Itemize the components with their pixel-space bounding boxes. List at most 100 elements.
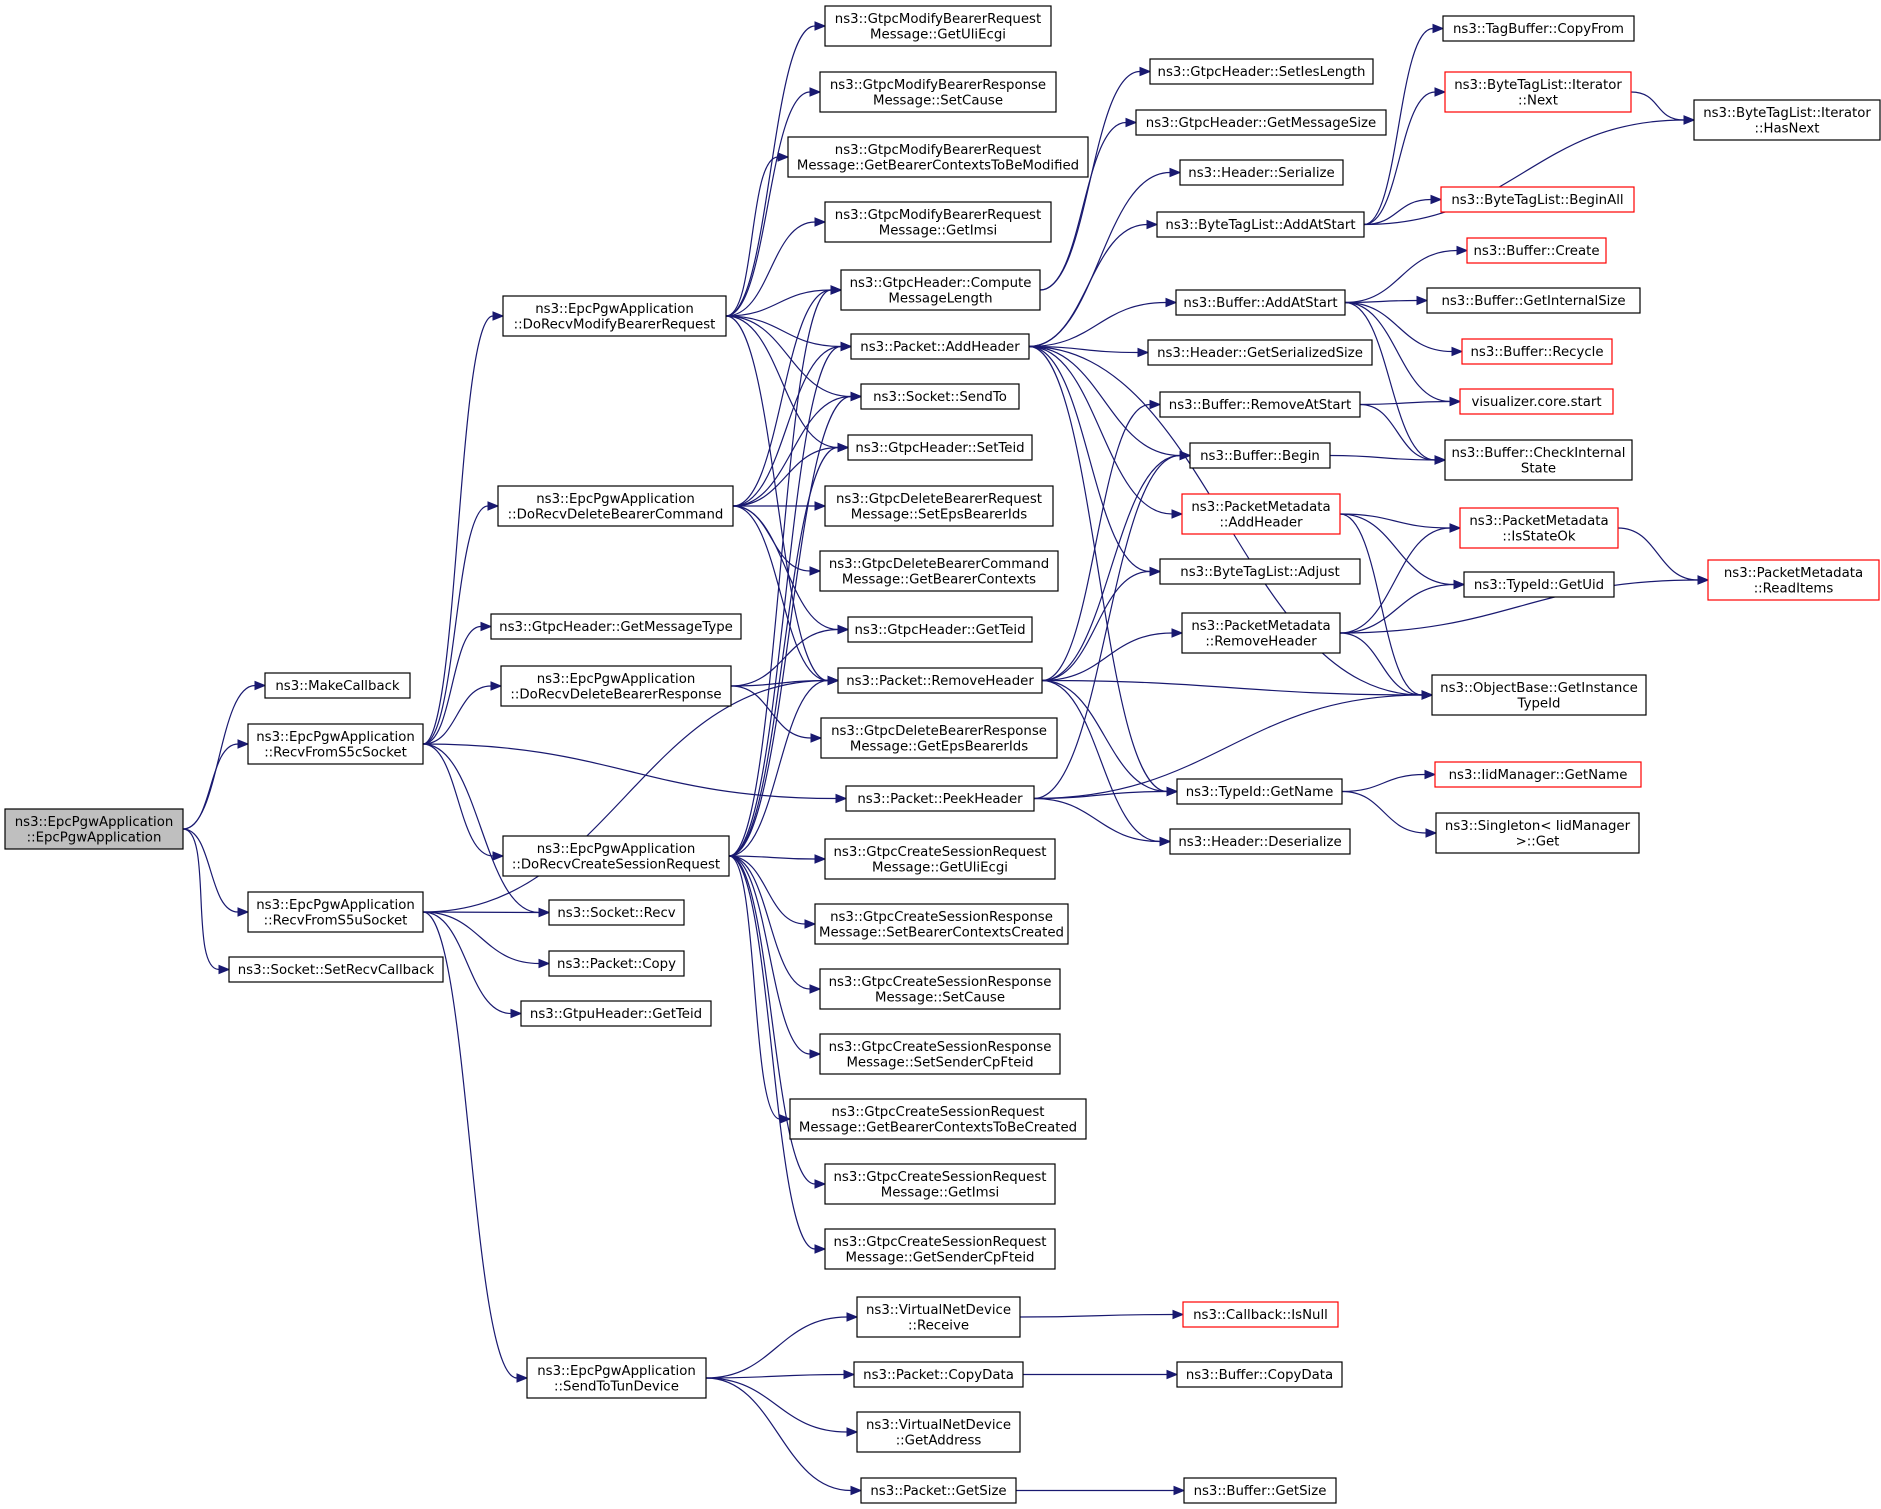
function-node-root[interactable]: ns3::EpcPgwApplication::EpcPgwApplicatio… [4,808,184,850]
call-edge-line [725,25,816,317]
function-node-csrCtx[interactable]: ns3::GtpcCreateSessionRequestMessage::Ge… [789,1098,1087,1140]
call-edge-line [1041,679,1423,696]
call-edge-line [705,1373,845,1379]
call-edge [1344,245,1469,304]
function-node-makeCallback[interactable]: ns3::MakeCallback [264,672,411,699]
function-node-setIesLen[interactable]: ns3::GtpcHeader::SetIesLength [1149,58,1374,85]
function-node-recvS5c[interactable]: ns3::EpcPgwApplication::RecvFromS5cSocke… [247,723,424,765]
function-node-getTeid[interactable]: ns3::GtpcHeader::GetTeid [847,616,1033,643]
function-node-btlHasNext[interactable]: ns3::ByteTagList::Iterator::HasNext [1693,99,1881,141]
node-box [856,1411,1021,1453]
function-node-pmReadItems[interactable]: ns3::PacketMetadata::ReadItems [1707,559,1880,601]
function-node-peekHeader[interactable]: ns3::Packet::PeekHeader [845,785,1035,812]
function-node-csrspCtx[interactable]: ns3::GtpcCreateSessionResponseMessage::S… [814,903,1069,945]
node-label: State [1521,461,1556,476]
call-edge [1344,295,1429,306]
function-node-btlAdjust[interactable]: ns3::ByteTagList::Adjust [1159,558,1361,585]
function-node-mbrUli[interactable]: ns3::GtpcModifyBearerRequestMessage::Get… [824,5,1052,47]
call-edge [1041,566,1162,682]
function-node-bufRecycle[interactable]: ns3::Buffer::Recycle [1461,338,1613,365]
function-node-hdrDeserialize[interactable]: ns3::Header::Deserialize [1169,828,1351,855]
function-node-vizStart[interactable]: visualizer.core.start [1459,388,1614,415]
function-node-hdrSerSize[interactable]: ns3::Header::GetSerializedSize [1147,339,1373,366]
node-label: ns3::Packet::Copy [557,957,676,972]
node-box [247,723,424,765]
function-node-csrImsi[interactable]: ns3::GtpcCreateSessionRequestMessage::Ge… [824,1163,1056,1205]
function-node-dbrSetEps[interactable]: ns3::GtpcDeleteBearerRequestMessage::Set… [824,485,1054,527]
function-node-bufGetSize[interactable]: ns3::Buffer::GetSize [1183,1477,1337,1504]
node-box [1435,812,1640,854]
function-node-vndReceive[interactable]: ns3::VirtualNetDevice::Receive [856,1296,1021,1338]
call-edge-line [422,911,540,965]
function-node-bufAddAtStart[interactable]: ns3::Buffer::AddAtStart [1175,289,1346,316]
function-node-getMsgType[interactable]: ns3::GtpcHeader::GetMessageType [490,613,742,640]
function-node-iidGetName[interactable]: ns3::IidManager::GetName [1434,761,1642,788]
function-node-pmRemoveHeader[interactable]: ns3::PacketMetadata::RemoveHeader [1181,612,1341,654]
node-box [1707,559,1880,601]
function-node-bufInternalSize[interactable]: ns3::Buffer::GetInternalSize [1426,287,1641,314]
node-label: Message::GetBearerContexts [842,572,1036,587]
function-node-getSize[interactable]: ns3::Packet::GetSize [860,1477,1017,1504]
function-node-csrUli[interactable]: ns3::GtpcCreateSessionRequestMessage::Ge… [824,838,1056,880]
function-node-setRecvCallback[interactable]: ns3::Socket::SetRecvCallback [228,956,444,983]
function-node-bufBegin[interactable]: ns3::Buffer::Begin [1189,442,1331,469]
function-node-typeGetName[interactable]: ns3::TypeId::GetName [1176,778,1343,805]
arrow-head-icon [1146,219,1159,230]
node-label: visualizer.core.start [1471,395,1601,410]
function-node-recvS5u[interactable]: ns3::EpcPgwApplication::RecvFromS5uSocke… [247,891,424,933]
call-edge [705,1312,859,1379]
function-node-hdrSerialize[interactable]: ns3::Header::Serialize [1179,159,1344,186]
call-edge-line [1339,632,1423,696]
function-node-socketRecv[interactable]: ns3::Socket::Recv [548,899,685,926]
function-node-mbrImsi[interactable]: ns3::GtpcModifyBearerRequestMessage::Get… [824,201,1052,243]
function-node-btlIterNext[interactable]: ns3::ByteTagList::Iterator::Next [1444,71,1632,113]
function-node-bufCopyData[interactable]: ns3::Buffer::CopyData [1176,1361,1343,1388]
function-node-packetCopy[interactable]: ns3::Packet::Copy [548,950,685,977]
function-node-doModify[interactable]: ns3::EpcPgwApplication::DoRecvModifyBear… [502,295,727,337]
function-node-doDelCmd[interactable]: ns3::EpcPgwApplication::DoRecvDeleteBear… [497,485,734,527]
function-node-singletonGet[interactable]: ns3::Singleton< IidManager>::Get [1435,812,1640,854]
arrow-head-icon [1449,523,1462,533]
call-edge-line [1630,91,1685,121]
function-node-gtpuGetTeid[interactable]: ns3::GtpuHeader::GetTeid [520,1000,712,1027]
function-node-btlBeginAll[interactable]: ns3::ByteTagList::BeginAll [1440,186,1635,213]
function-node-csrspFteid[interactable]: ns3::GtpcCreateSessionResponseMessage::S… [819,1033,1061,1075]
node-label: ns3::Socket::Recv [557,906,675,921]
function-node-doDelResp[interactable]: ns3::EpcPgwApplication::DoRecvDeleteBear… [500,665,732,707]
function-node-typeGetUid[interactable]: ns3::TypeId::GetUid [1463,571,1615,598]
function-node-dbrspEps[interactable]: ns3::GtpcDeleteBearerResponseMessage::Ge… [820,717,1058,759]
function-node-getMsgSize[interactable]: ns3::GtpcHeader::GetMessageSize [1135,109,1387,136]
call-edge [732,285,843,507]
call-edge-line [1041,570,1151,682]
function-node-doCreate[interactable]: ns3::EpcPgwApplication::DoRecvCreateSess… [502,835,730,877]
call-edge [725,315,863,402]
function-node-tagCopyFrom[interactable]: ns3::TagBuffer::CopyFrom [1442,15,1635,42]
call-edge [422,743,551,918]
function-node-bufCreate[interactable]: ns3::Buffer::Create [1466,237,1607,264]
call-edge-line [1339,579,1699,634]
function-node-pmAddHeader[interactable]: ns3::PacketMetadata::AddHeader [1181,493,1341,535]
function-node-bufRemoveAtStart[interactable]: ns3::Buffer::RemoveAtStart [1159,391,1361,418]
function-node-csrspCause[interactable]: ns3::GtpcCreateSessionResponseMessage::S… [819,968,1061,1010]
function-node-dbcGetCtx[interactable]: ns3::GtpcDeleteBearerCommandMessage::Get… [819,550,1059,592]
function-node-vndIsNull[interactable]: ns3::Callback::IsNull [1182,1301,1339,1328]
function-node-sendTo[interactable]: ns3::Socket::SendTo [860,383,1020,410]
function-node-pmIsStateOk[interactable]: ns3::PacketMetadata::IsStateOk [1459,507,1619,549]
function-node-mbrspCause[interactable]: ns3::GtpcModifyBearerResponseMessage::Se… [819,71,1057,113]
call-edge-line [728,446,839,857]
function-node-setTeid[interactable]: ns3::GtpcHeader::SetTeid [847,434,1033,461]
node-label: Message::GetImsi [879,223,997,238]
arrow-head-icon [1424,769,1437,780]
function-node-copyData[interactable]: ns3::Packet::CopyData [853,1361,1024,1388]
function-node-sendTun[interactable]: ns3::EpcPgwApplication::SendToTunDevice [526,1357,707,1399]
function-node-mbrCtx[interactable]: ns3::GtpcModifyBearerRequestMessage::Get… [787,136,1089,178]
function-node-removeHeader[interactable]: ns3::Packet::RemoveHeader [837,667,1043,694]
function-node-csrFteid[interactable]: ns3::GtpcCreateSessionRequestMessage::Ge… [824,1228,1056,1270]
function-node-btlAddAtStart[interactable]: ns3::ByteTagList::AddAtStart [1156,211,1365,238]
function-node-addHeader[interactable]: ns3::Packet::AddHeader [850,333,1030,360]
function-node-vndAddr[interactable]: ns3::VirtualNetDevice::GetAddress [856,1411,1021,1453]
node-label: ns3::EpcPgwApplication [256,730,415,745]
